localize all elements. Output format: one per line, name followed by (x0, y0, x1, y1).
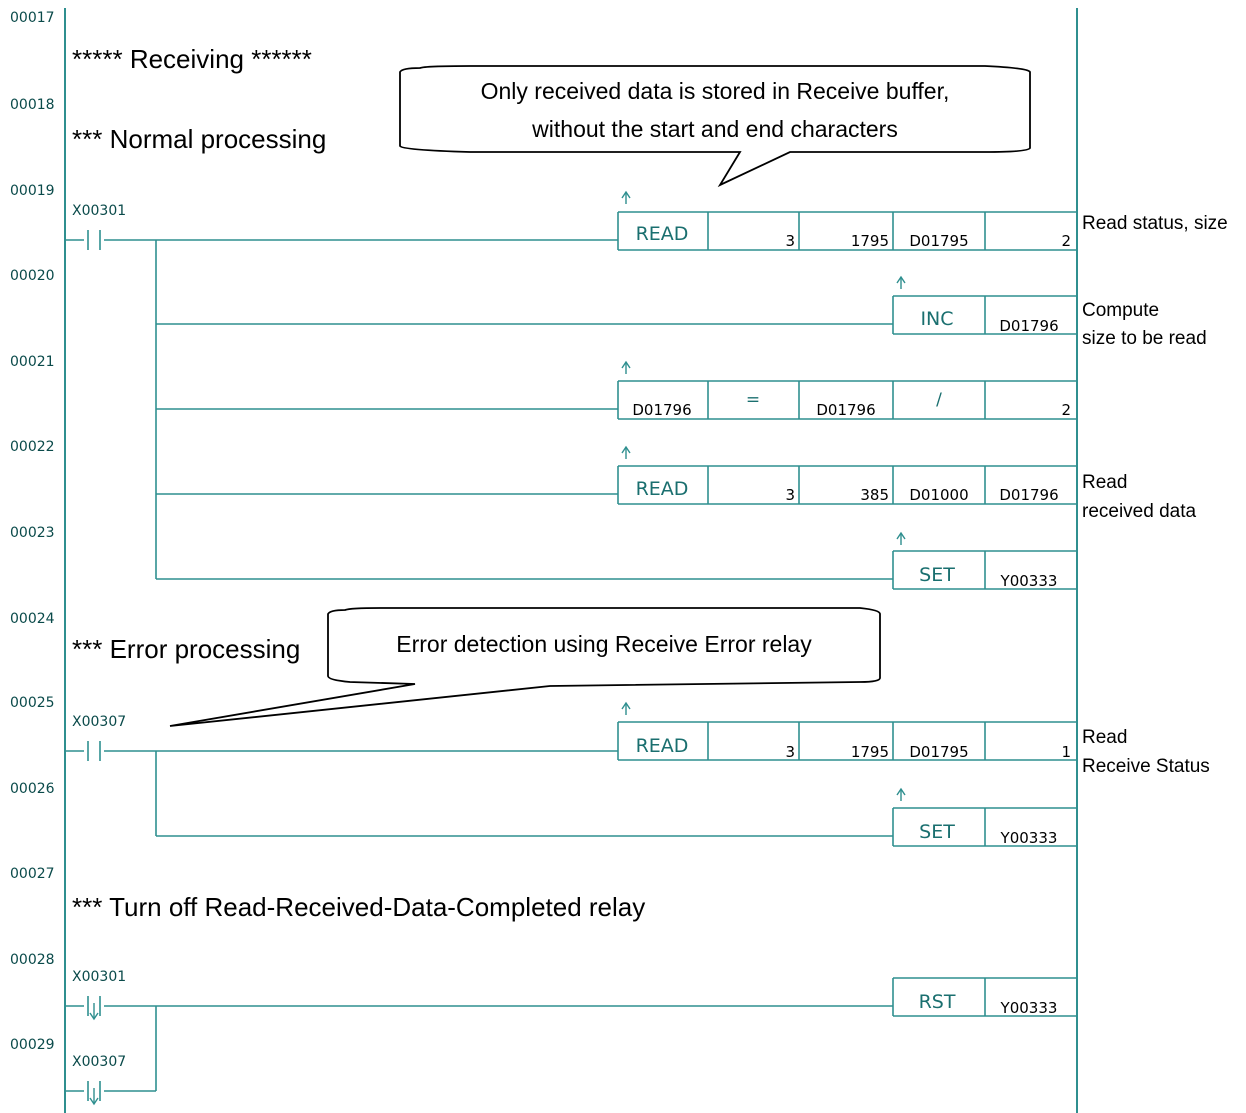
instr-operand: 385 (860, 486, 889, 504)
comment-error-processing: *** Error processing (72, 634, 300, 664)
instr-operand: D01796 (632, 401, 691, 419)
instr-operand: Y00333 (1000, 572, 1058, 590)
annotation-read-status-size: Read status, size (1082, 213, 1228, 234)
step-number: 00028 (10, 952, 55, 968)
callout-text-line2: without the start and end characters (531, 116, 898, 142)
instr-set-y00333-error[interactable]: SET Y00333 (892, 787, 1077, 847)
step-number: 00021 (10, 354, 55, 370)
instr-operand: 2 (1061, 232, 1071, 250)
instr-set-y00333[interactable]: SET Y00333 (892, 531, 1077, 590)
annotation-compute: Compute (1082, 300, 1159, 321)
instr-divide[interactable]: D01796 = D01796 / 2 (617, 360, 1077, 420)
instr-operand: 1 (1061, 743, 1071, 761)
contact-label: X00307 (72, 1054, 126, 1070)
annotation-read: Read (1082, 727, 1127, 748)
instr-read-receive-status[interactable]: READ 3 1795 D01795 1 (617, 701, 1077, 761)
step-number: 00025 (10, 695, 55, 711)
instr-operand: 2 (1061, 401, 1071, 419)
callout-text-line1: Only received data is stored in Receive … (481, 78, 950, 104)
callout-error-detection: Error detection using Receive Error rela… (169, 607, 881, 727)
instr-operand: D01796 (999, 317, 1058, 335)
instr-operand: 3 (785, 486, 795, 504)
instr-operator: / (936, 390, 942, 410)
instr-opcode: SET (919, 564, 955, 586)
step-number: 00029 (10, 1037, 55, 1053)
instr-read-data[interactable]: READ 3 385 D01000 D01796 (617, 445, 1077, 505)
instr-operand: 3 (785, 232, 795, 250)
step-number: 00024 (10, 611, 55, 627)
annotation-receive-status: Receive Status (1082, 756, 1210, 777)
instr-opcode: INC (920, 308, 953, 330)
callout-text: Error detection using Receive Error rela… (396, 631, 812, 657)
instr-opcode: READ (636, 223, 689, 245)
edge-arrow-down-head (89, 1097, 99, 1106)
contact-label: X00301 (72, 203, 126, 219)
step-number: 00020 (10, 268, 55, 284)
callout-bubble (169, 607, 881, 727)
wiring (65, 239, 893, 1092)
step-number: 00019 (10, 183, 55, 199)
step-number: 00023 (10, 525, 55, 541)
comment-turn-off-relay: *** Turn off Read-Received-Data-Complete… (72, 892, 645, 922)
instr-operand: D01796 (816, 401, 875, 419)
contact-x00301[interactable]: X00301 (72, 203, 126, 250)
instr-operand: D01000 (909, 486, 968, 504)
instr-inc[interactable]: INC D01796 (892, 275, 1077, 335)
callout-bubble (399, 65, 1031, 188)
contact-x00301-falling-edge[interactable]: X00301 (72, 969, 126, 1021)
annotation-received-data: received data (1082, 501, 1197, 522)
comment-receiving: ***** Receiving ****** (72, 44, 312, 74)
instr-opcode: READ (636, 478, 689, 500)
instr-operand: 1795 (851, 232, 889, 250)
instr-operand: D01795 (909, 743, 968, 761)
instr-operand: D01795 (909, 232, 968, 250)
callout-receive-buffer: Only received data is stored in Receive … (399, 65, 1031, 188)
contact-label: X00307 (72, 714, 126, 730)
instr-operand: 1795 (851, 743, 889, 761)
instr-opcode: SET (919, 821, 955, 843)
instr-operator: = (746, 390, 760, 410)
step-number-column: 00017 00018 00019 00020 00021 00022 0002… (10, 10, 55, 1053)
contact-label: X00301 (72, 969, 126, 985)
step-number: 00017 (10, 10, 55, 26)
instr-operand: 3 (785, 743, 795, 761)
instr-rst-y00333[interactable]: RST Y00333 (892, 977, 1077, 1017)
instr-opcode: READ (636, 735, 689, 757)
step-number: 00026 (10, 781, 55, 797)
annotation-size-to-be-read: size to be read (1082, 328, 1207, 349)
contact-x00307[interactable]: X00307 (72, 714, 126, 761)
instr-opcode: RST (919, 991, 956, 1013)
instr-operand: D01796 (999, 486, 1058, 504)
contact-x00307-falling-edge[interactable]: X00307 (72, 1054, 126, 1106)
comment-normal-processing: *** Normal processing (72, 124, 326, 154)
instr-read-status[interactable]: READ 3 1795 D01795 2 (617, 190, 1077, 251)
instr-operand: Y00333 (1000, 999, 1058, 1017)
step-number: 00018 (10, 97, 55, 113)
step-number: 00027 (10, 866, 55, 882)
step-number: 00022 (10, 439, 55, 455)
edge-arrow-down-head (89, 1012, 99, 1021)
instr-operand: Y00333 (1000, 829, 1058, 847)
annotation-read: Read (1082, 472, 1127, 493)
